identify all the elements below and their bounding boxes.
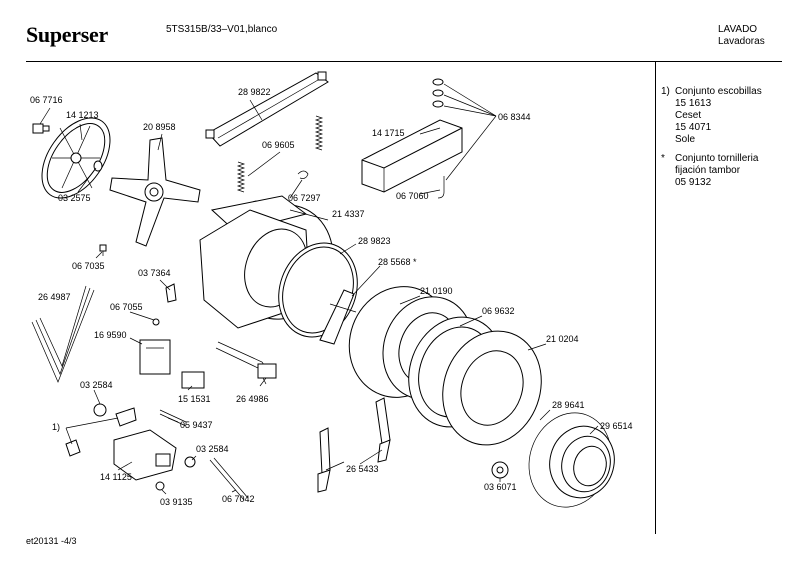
part-label: 26 4986 [236,394,269,404]
note-line: 15 4071 [675,122,712,133]
part-label: 03 2584 [196,444,229,454]
notes-divider [655,62,656,534]
part-label: 06 7716 [30,95,63,105]
part-label: 28 9823 [358,236,391,246]
part-label: 03 2575 [58,193,91,203]
part-label: 28 5568 * [378,257,417,267]
drum-cross [109,137,201,247]
part-label: 06 7055 [110,302,143,312]
carbon-brushes [65,407,137,457]
porthole-gasket [549,425,615,499]
leader-lines [39,83,599,495]
suspension-spring [236,115,324,193]
tub-foot-nut [491,461,509,479]
part-label: 03 9135 [160,497,193,507]
note-line: Conjunto tornilleria [675,153,759,164]
part-label: 05 9437 [180,420,213,430]
part-label: 06 7042 [222,494,255,504]
top-bracket [205,71,329,147]
category-label: LAVADO [718,24,758,35]
wire-connector [181,371,205,389]
header-divider [26,61,782,62]
part-label: 26 5433 [346,464,379,474]
subcategory-label: Lavadoras [718,36,765,47]
motor-mount-bolt [209,457,249,501]
motor-unit [113,429,177,481]
motor-bracket [139,339,171,375]
part-label: 1) [52,422,60,432]
page-reference: et20131 -4/3 [26,536,77,546]
brand-logo: Superser [26,22,108,47]
model-number: 5TS315B/33–V01,blanco [166,24,278,35]
part-label: 21 4337 [332,209,365,219]
drive-belt [31,285,95,383]
part-label: 03 7364 [138,268,171,278]
motor-cap [155,481,165,491]
part-label: 21 0190 [420,286,453,296]
heater-element [215,341,277,385]
counterweight-washers [432,78,444,108]
part-label: 14 1125 [100,472,132,482]
part-label: 06 9632 [482,306,515,316]
cross-screw [99,244,107,256]
note-line: 05 9132 [675,177,712,188]
note-line: Conjunto escobillas [675,86,762,97]
part-label: 28 9641 [552,400,585,410]
part-label: 14 1715 [372,128,405,138]
front-bowl [442,330,542,446]
part-label: 28 9822 [238,87,271,97]
part-label: 06 7060 [396,191,429,201]
note-marker: 1) [661,86,670,97]
part-label: 21 0204 [546,334,579,344]
note-line: fijación tambor [675,165,741,176]
counterweight-bolt [437,176,445,199]
note-line: Ceset [675,110,702,121]
part-label: 06 8344 [498,112,531,122]
note-drum-screws: * Conjunto tornilleria fijación tambor 0… [661,153,791,191]
pulley-bolt [32,123,50,134]
part-label: 06 7035 [72,261,105,271]
note-marker: * [661,153,665,164]
part-label: 06 7297 [288,193,321,203]
part-label: 03 6071 [484,482,517,492]
part-label: 06 9605 [262,140,295,150]
motor-clip [165,283,177,303]
part-label: 20 8958 [143,122,176,132]
note-brush-set: 1) Conjunto escobillas 15 1613 Ceset 15 … [661,86,791,148]
part-label: 03 2584 [80,380,113,390]
shock-absorber [317,397,391,493]
part-label: 29 6514 [600,421,633,431]
part-label: 15 1531 [178,394,211,404]
note-line: Sole [675,134,696,145]
note-line: 15 1613 [675,98,712,109]
part-label: 16 9590 [94,330,127,340]
counterweight [361,119,463,193]
part-label: 14 1213 [66,110,99,120]
motor-screw [152,318,160,326]
part-label: 26 4987 [38,292,71,302]
motor-nut [93,403,107,417]
